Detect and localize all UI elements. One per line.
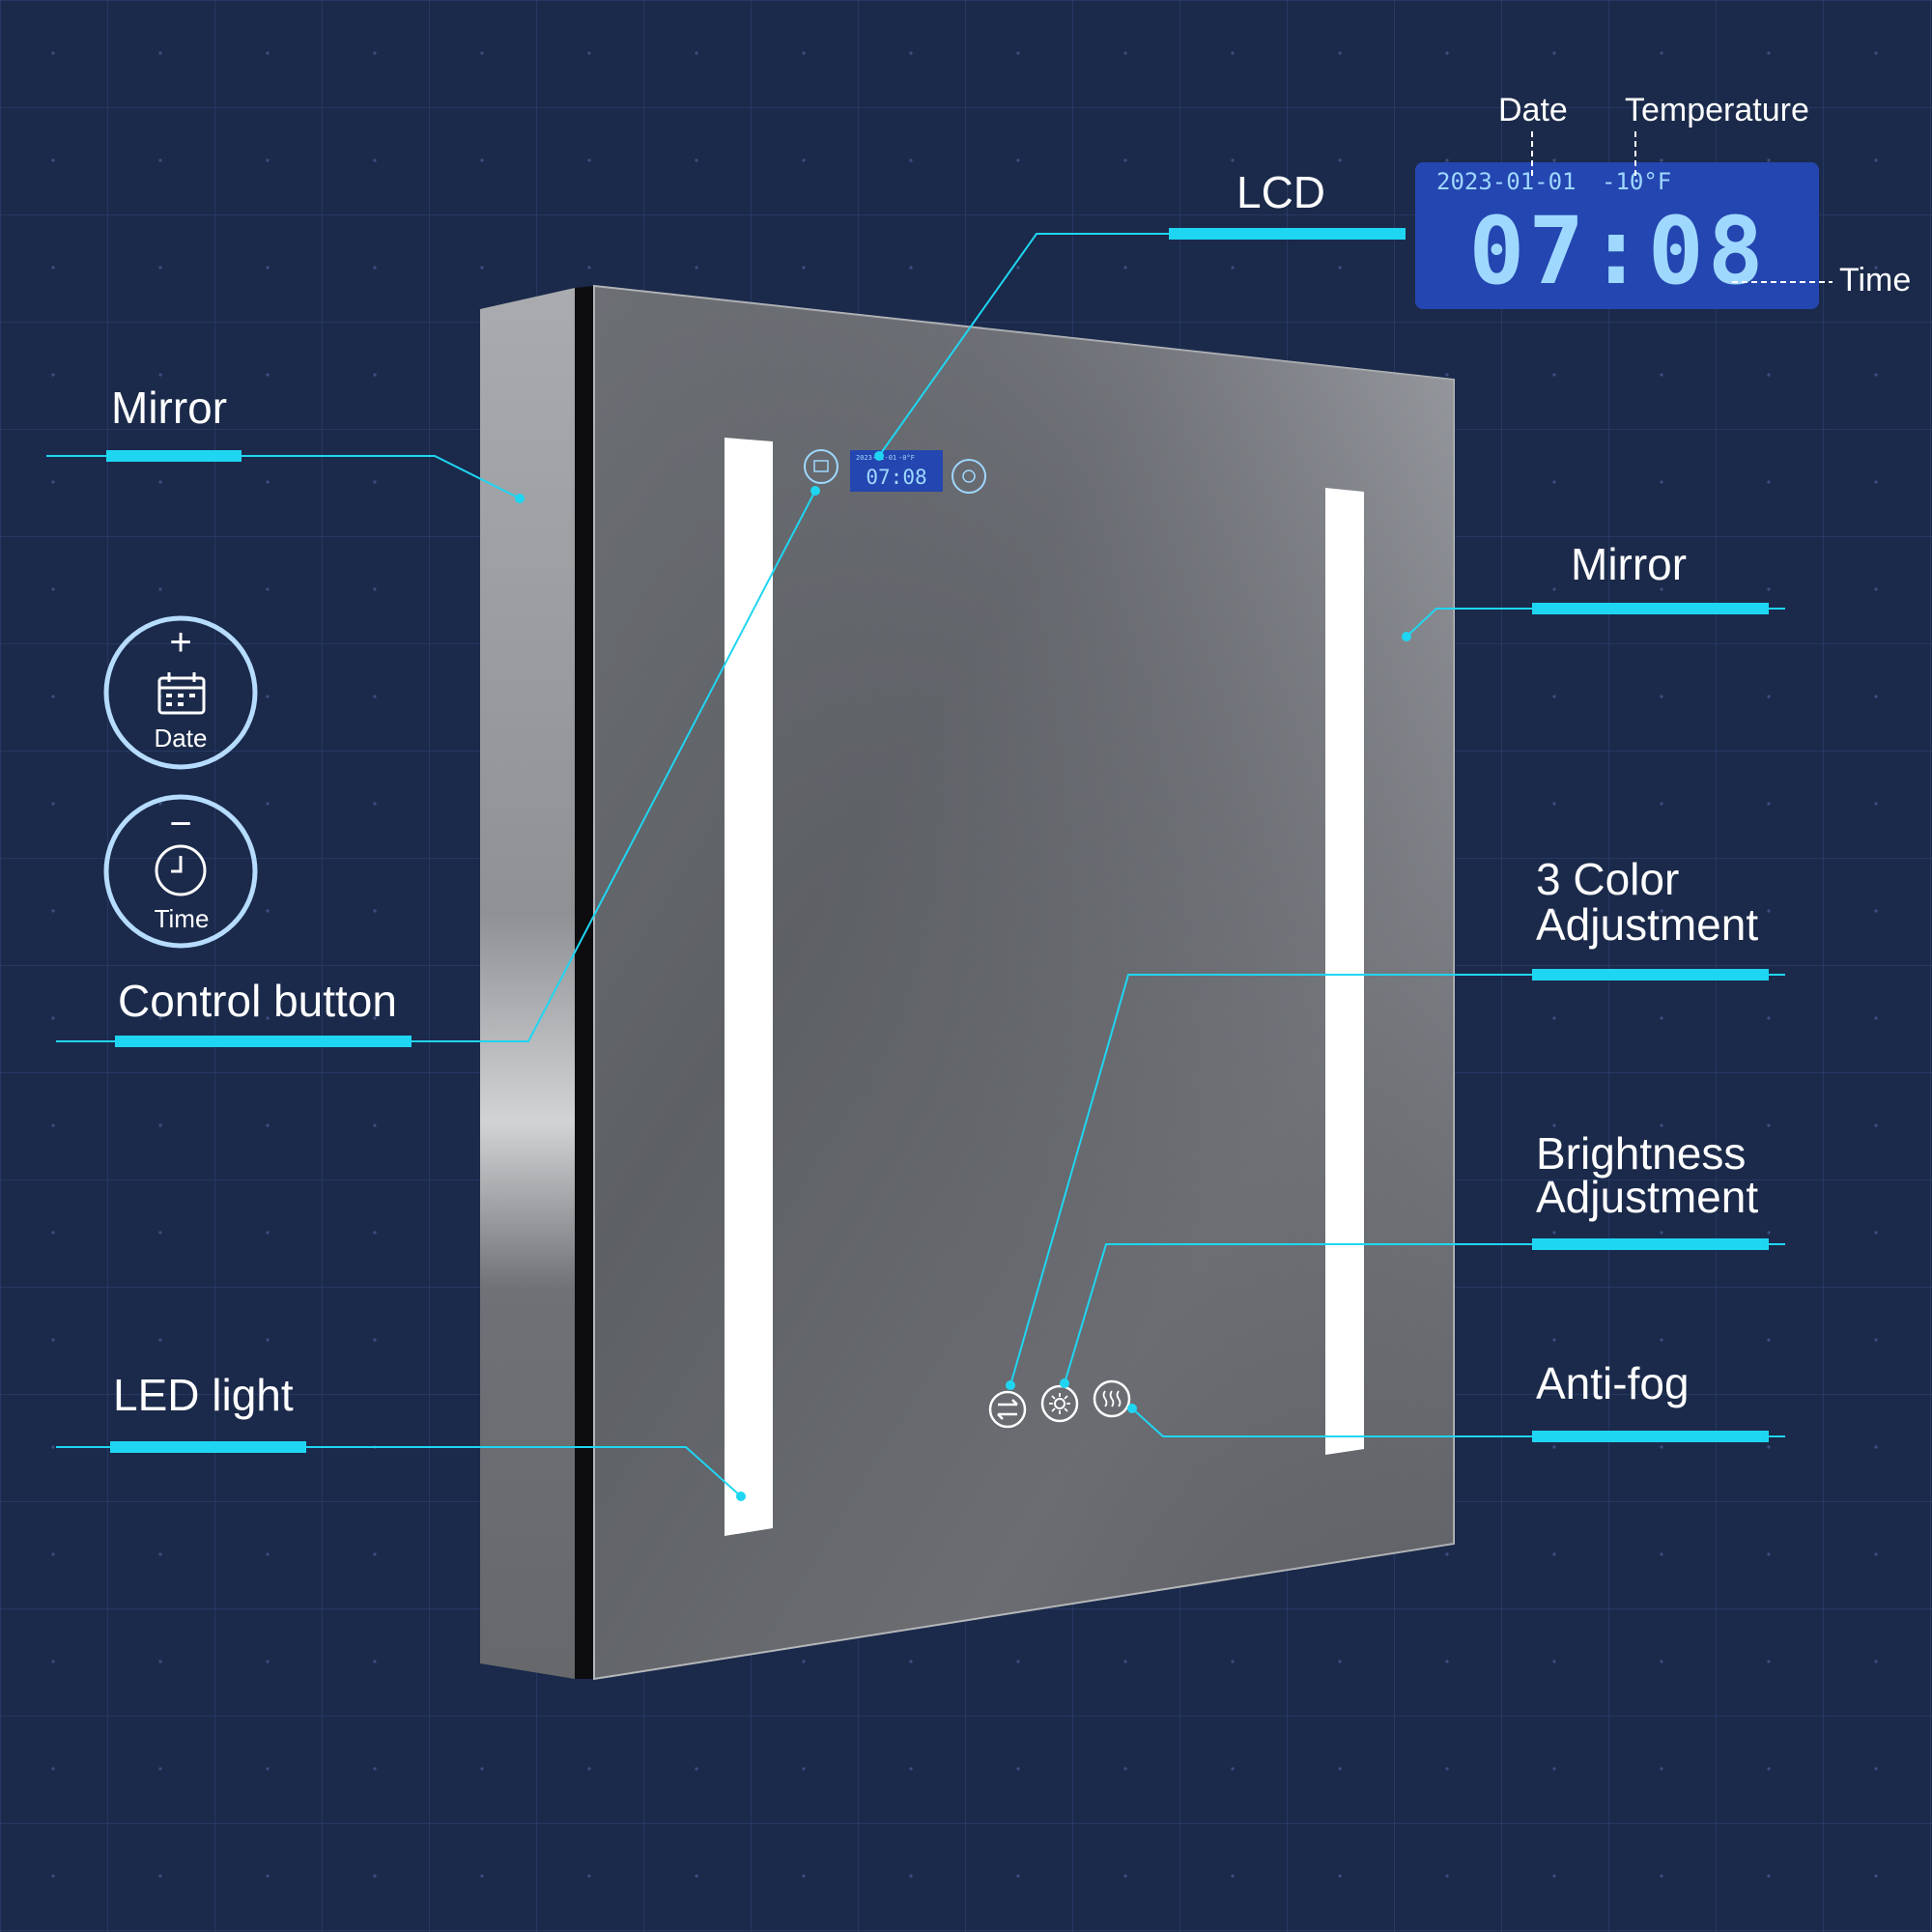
time-minus-symbol: − — [169, 803, 191, 845]
lcd-zoom: 2023-01-01 -10°F 07:08 Date Temperature … — [1415, 92, 1911, 309]
time-control-button[interactable]: − Time — [103, 794, 258, 949]
lcd-temperature-value: -10°F — [1602, 168, 1671, 195]
lcd-date-caption: Date — [1498, 92, 1568, 128]
clock-icon — [155, 844, 207, 896]
color-swap-icon — [988, 1390, 1027, 1429]
cabinet-side-panel — [480, 288, 575, 1679]
date-control-button[interactable]: + Date — [103, 615, 258, 770]
label-control-button: Control button — [118, 976, 397, 1026]
mini-lcd-time: 07:08 — [866, 466, 926, 489]
mini-time-button[interactable] — [952, 459, 986, 494]
brightness-icon — [1040, 1384, 1079, 1423]
label-color-adjustment-2: Adjustment — [1536, 899, 1758, 950]
date-button-label: Date — [155, 724, 208, 753]
mini-time-button-glyph — [962, 469, 976, 483]
lcd-pointer-lines — [1531, 131, 1833, 283]
label-color-adjustment-1: 3 Color — [1536, 854, 1679, 904]
anti-fog-icon — [1093, 1379, 1131, 1418]
label-brightness-1: Brightness — [1536, 1128, 1746, 1179]
time-button-label: Time — [155, 904, 210, 933]
label-led-light: LED light — [113, 1370, 294, 1420]
mini-lcd-temperature: -0°F — [898, 454, 915, 462]
label-mirror-right: Mirror — [1571, 539, 1687, 589]
lcd-time-value: 07:08 — [1469, 197, 1768, 305]
lcd-temperature-caption: Temperature — [1625, 92, 1809, 128]
color-swap-button[interactable] — [988, 1390, 1027, 1429]
date-plus-symbol: + — [169, 621, 191, 664]
anti-fog-button[interactable] — [1093, 1379, 1131, 1418]
label-anti-fog: Anti-fog — [1536, 1358, 1690, 1408]
led-strip-left — [724, 438, 773, 1536]
mini-date-button[interactable] — [804, 449, 838, 484]
lcd-time-caption: Time — [1839, 262, 1911, 298]
label-lcd: LCD — [1236, 167, 1325, 217]
lcd-panel — [1415, 162, 1819, 309]
cabinet-door-edge — [575, 286, 594, 1679]
callout-dots — [515, 451, 1411, 1501]
mirror-front-highlight — [594, 286, 1454, 1679]
callout-underlines — [106, 228, 1769, 1453]
mini-lcd-panel — [850, 450, 943, 492]
calendar-icon — [157, 672, 206, 715]
lcd-date-value: 2023-01-01 — [1436, 168, 1577, 195]
mirror-cabinet: 2023-01-01 -0°F 07:08 — [480, 284, 1455, 1681]
label-mirror-left: Mirror — [111, 383, 227, 433]
label-brightness-2: Adjustment — [1536, 1172, 1758, 1222]
led-strip-right — [1325, 488, 1364, 1455]
brightness-button[interactable] — [1040, 1384, 1079, 1423]
mini-date-button-glyph — [813, 460, 829, 472]
